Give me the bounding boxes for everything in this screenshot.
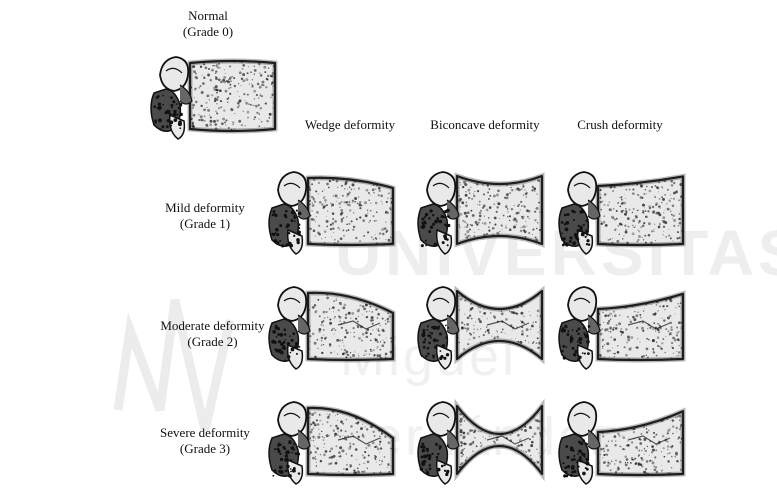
posterior-elements [269,402,310,484]
column-label-biconcave: Biconcave deformity [420,117,550,133]
posterior-elements [559,172,600,254]
vertebra-crush-mild [548,160,693,255]
posterior-elements [418,172,459,254]
row-label-mild: Mild deformity (Grade 1) [150,200,260,232]
vertebra-biconcave-mild [407,160,552,255]
vertebra-crush-severe [548,390,693,485]
normal-title: Normal [148,8,268,24]
row-grade-mild: (Grade 1) [150,216,260,232]
row-grade-severe: (Grade 3) [150,441,260,457]
row-label-moderate: Moderate deformity (Grade 2) [150,318,275,350]
posterior-elements [559,287,600,369]
vertebra-wedge-severe [258,390,403,485]
vertebra-wedge-moderate [258,275,403,370]
vertebra-crush-moderate [548,275,693,370]
normal-grade: (Grade 0) [148,24,268,40]
column-label-crush: Crush deformity [560,117,680,133]
vertebral-body [457,406,542,474]
row-title-severe: Severe deformity [150,425,260,441]
posterior-elements [269,172,310,254]
vertebra-biconcave-moderate [407,275,552,370]
posterior-elements [418,287,459,369]
row-label-severe: Severe deformity (Grade 3) [150,425,260,457]
row-title-moderate: Moderate deformity [150,318,275,334]
row-title-mild: Mild deformity [150,200,260,216]
posterior-elements [559,402,600,484]
normal-label: Normal (Grade 0) [148,8,268,40]
vertebra-normal [140,45,285,140]
column-label-wedge: Wedge deformity [290,117,410,133]
vertebra-biconcave-severe [407,390,552,485]
posterior-elements [151,57,192,139]
vertebral-body [457,291,542,359]
vertebra-wedge-mild [258,160,403,255]
posterior-elements [418,402,459,484]
posterior-elements [269,287,310,369]
row-grade-moderate: (Grade 2) [150,334,275,350]
